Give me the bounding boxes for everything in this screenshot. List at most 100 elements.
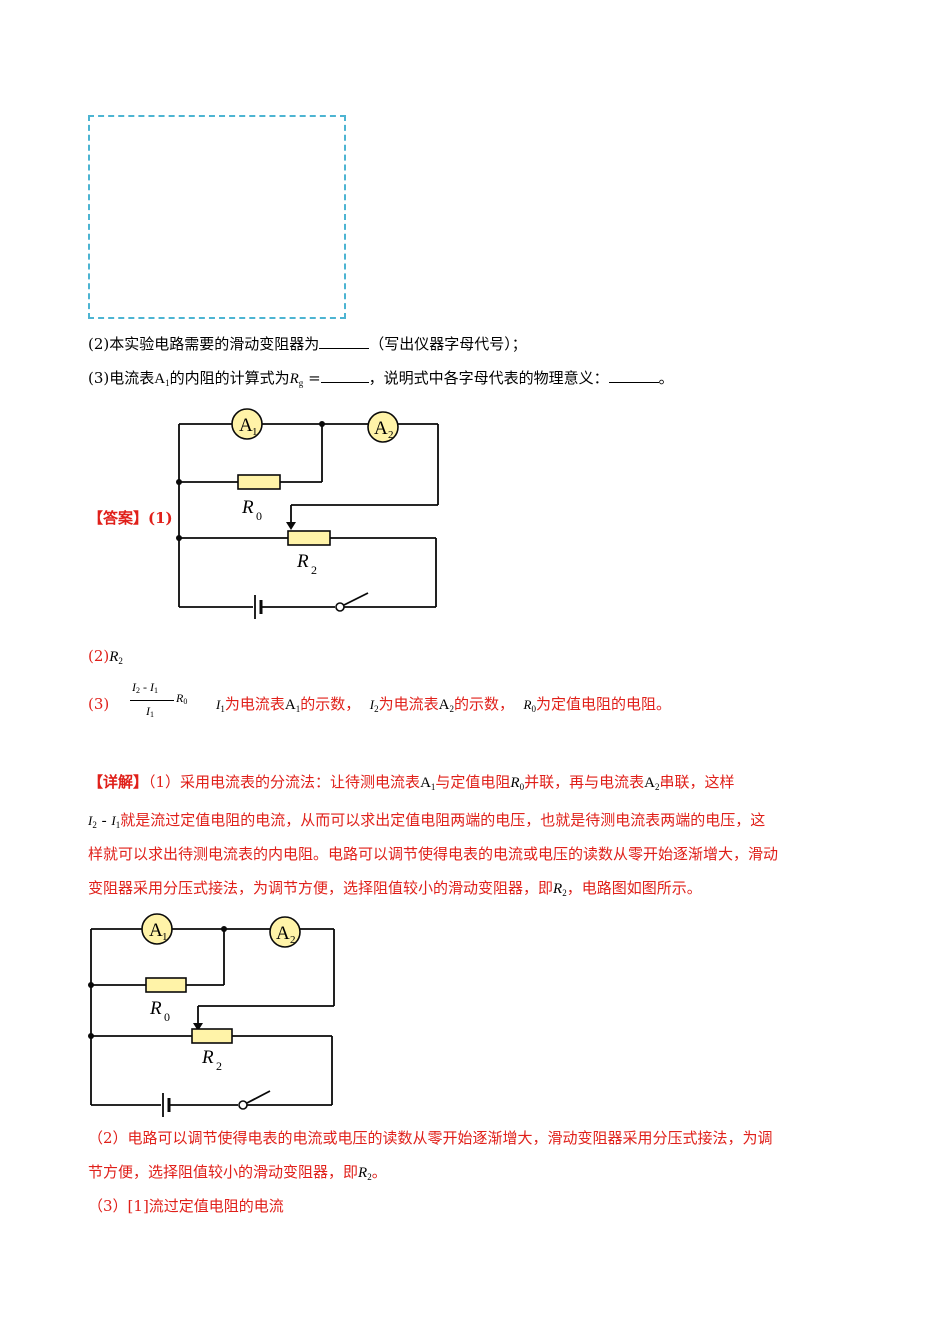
explanation-text: 的示数， — [453, 695, 514, 713]
ammeter-subscript: 1 — [430, 782, 436, 792]
resistance-symbol: R — [289, 371, 299, 387]
circuit-diagram-detail: A 1 A 2 R 0 R 2 — [88, 913, 335, 1117]
answer-part-number: (3) — [88, 695, 110, 713]
detail-text: 样就可以求出待测电流表的内电阻。电路可以调节使得电表的电流或电压的读数从零开始逐… — [88, 845, 779, 863]
answer-part-number: (1) — [148, 509, 173, 527]
minus-sign: - — [101, 813, 107, 829]
answer-drawing-box — [88, 115, 346, 319]
switch-lever — [246, 1090, 271, 1104]
formula-numerator: I2 - I1 — [132, 680, 158, 695]
question-text: 的内阻的计算式为 — [169, 369, 290, 387]
resistor-r2-subscript: 2 — [216, 1059, 222, 1073]
ammeter-subscript: 2 — [654, 782, 660, 792]
formula-denominator: I1 — [146, 704, 154, 719]
detail-line-4: 变阻器采用分压式接法，为调节方便，选择阻值较小的滑动变阻器，即R2，电路图如图所… — [88, 878, 702, 903]
resistance-subscript: 0 — [519, 782, 525, 792]
detail-label: 【详解】 — [88, 773, 149, 791]
ammeter-subscript: 2 — [449, 704, 454, 714]
slider-arrow-icon — [193, 1023, 203, 1031]
question-text: ，说明式中各字母代表的物理意义： — [368, 369, 609, 387]
explanation-text: 的示数， — [300, 695, 361, 713]
junction-dot — [319, 421, 325, 427]
junction-dot — [88, 1033, 94, 1039]
current-symbol: I — [132, 680, 136, 694]
resistance-symbol: R — [523, 697, 532, 712]
ammeter-a1 — [231, 408, 263, 440]
resistor-r2-label: R — [201, 1047, 214, 1068]
current-symbol: I — [146, 704, 150, 718]
circuit-diagram-answer: A 1 A 2 R 0 R 2 — [176, 408, 439, 619]
resistor-r0 — [237, 474, 281, 490]
ammeter-a2 — [269, 916, 301, 948]
switch-pivot — [238, 1100, 248, 1110]
slider-arrow-icon — [286, 522, 296, 530]
ammeter-symbol: A — [154, 371, 166, 387]
ammeter-symbol: A — [420, 775, 431, 791]
current-subscript: 2 — [92, 820, 97, 830]
ammeter-a1 — [141, 913, 173, 945]
resistor-r2 — [287, 530, 331, 546]
detail-text: 就是流过定值电阻的电流，从而可以求出定值电阻两端的电压，也就是待测电流表两端的电… — [120, 811, 766, 829]
detail-text: （1）采用电流表的分流法：让待测电流表 — [148, 773, 421, 791]
junction-dot — [176, 535, 182, 541]
resistor-r0-label: R — [241, 497, 254, 518]
resistance-symbol: R — [176, 691, 184, 705]
resistance-subscript: 0 — [531, 704, 536, 714]
ammeter-subscript: 1 — [295, 704, 301, 714]
ammeter-symbol: A — [644, 775, 655, 791]
resistor-r2 — [191, 1028, 233, 1044]
detail-text: 并联，再与电流表 — [524, 773, 645, 791]
minus-sign: - — [143, 680, 147, 694]
detail-text: 。 — [371, 1163, 387, 1181]
question-text: （写出仪器字母代号）； — [369, 335, 527, 353]
junction-dot — [176, 479, 182, 485]
current-symbol: I — [150, 680, 154, 694]
current-subscript: 2 — [374, 704, 379, 714]
detail-line-7: （3）[1]流过定值电阻的电流 — [88, 1196, 284, 1216]
answer-label-line: 【答案】(1) — [88, 508, 173, 528]
current-subscript: 1 — [154, 686, 158, 695]
fraction-bar — [130, 700, 174, 701]
answer-label: 【答案】 — [88, 509, 149, 527]
detail-text: 串联，这样 — [659, 773, 735, 791]
ammeter-a2-subscript: 2 — [388, 429, 394, 441]
detail-text: 节方便，选择阻值较小的滑动变阻器，即 — [88, 1163, 359, 1181]
equals-sign: = — [308, 369, 321, 387]
current-subscript: 1 — [115, 820, 121, 830]
answer-3-number: (3) — [88, 694, 109, 714]
resistance-symbol: R — [510, 775, 520, 791]
switch-lever — [343, 592, 369, 606]
answer-part-number: (2) — [88, 647, 110, 665]
fill-blank[interactable] — [319, 334, 370, 349]
current-symbol: I — [216, 697, 221, 712]
answer-formula: I2 - I1 I1 R0 — [128, 680, 198, 724]
question-2: (2)本实验电路需要的滑动变阻器为 （写出仪器字母代号）； — [88, 334, 527, 354]
fill-blank[interactable] — [320, 368, 369, 383]
question-text: 本实验电路需要的滑动变阻器为 — [109, 335, 320, 353]
answer-2: (2)R2 — [88, 646, 123, 671]
detail-line-3: 样就可以求出待测电流表的内电阻。电路可以调节使得电表的电流或电压的读数从零开始逐… — [88, 844, 778, 864]
ammeter-a1-subscript: 1 — [252, 426, 258, 438]
formula-r0: R0 — [176, 691, 187, 706]
resistor-r0-subscript: 0 — [256, 509, 262, 523]
resistance-subscript: 0 — [183, 697, 188, 706]
ammeter-symbol: A — [284, 697, 296, 713]
detail-line-2: I2 - I1就是流过定值电阻的电流，从而可以求出定值电阻两端的电压，也就是待测… — [88, 810, 765, 835]
resistor-r2-subscript: 2 — [311, 563, 317, 577]
detail-text: 与定值电阻 — [435, 773, 511, 791]
question-text: 。 — [658, 369, 674, 387]
resistance-subscript: 2 — [562, 888, 567, 898]
resistance-subscript: g — [298, 378, 304, 388]
question-number: (3) — [88, 369, 110, 387]
current-subscript: 2 — [136, 686, 140, 695]
ammeter-a1-label: A — [149, 920, 163, 941]
fill-blank[interactable] — [608, 368, 659, 383]
ammeter-symbol: A — [438, 697, 450, 713]
question-number: (2) — [88, 335, 110, 353]
detail-text: （3）[1]流过定值电阻的电流 — [88, 1197, 284, 1215]
ammeter-a2-subscript: 2 — [290, 934, 296, 946]
question-3: (3)电流表A1的内阻的计算式为Rg =，说明式中各字母代表的物理意义：。 — [88, 368, 674, 393]
junction-dot — [221, 926, 227, 932]
ammeter-a1-subscript: 1 — [162, 931, 168, 943]
resistance-symbol: R — [553, 881, 563, 897]
